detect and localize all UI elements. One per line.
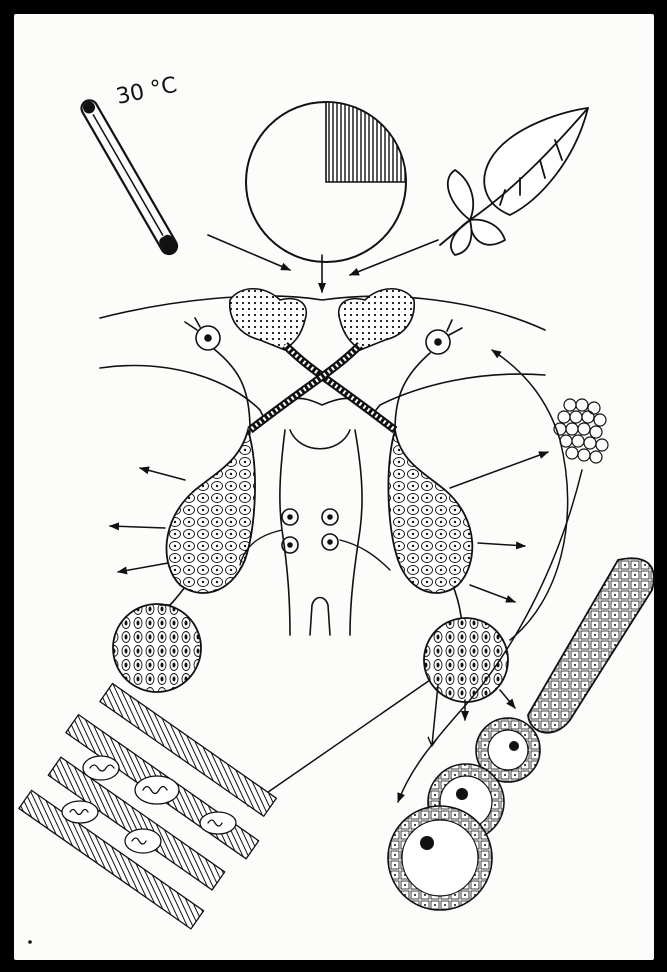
central-connectors — [240, 530, 390, 570]
photoperiod-circle-icon — [246, 102, 406, 262]
brain-outline — [100, 296, 545, 420]
gland-right — [388, 430, 508, 702]
thermometer-icon — [79, 97, 180, 257]
temperature-label: 30 °C — [114, 73, 179, 110]
environment-input-arrows — [208, 235, 438, 292]
stray-dot — [28, 940, 32, 944]
fat-body-icon — [554, 399, 608, 463]
dorsal-lobes — [230, 289, 414, 430]
gland-left — [113, 430, 255, 692]
central-organ — [280, 430, 362, 635]
muscle-tissue-icon — [15, 678, 285, 932]
feedback-arrow — [492, 350, 568, 640]
ovariole-icon — [388, 558, 654, 910]
leaf-icon — [440, 108, 588, 255]
